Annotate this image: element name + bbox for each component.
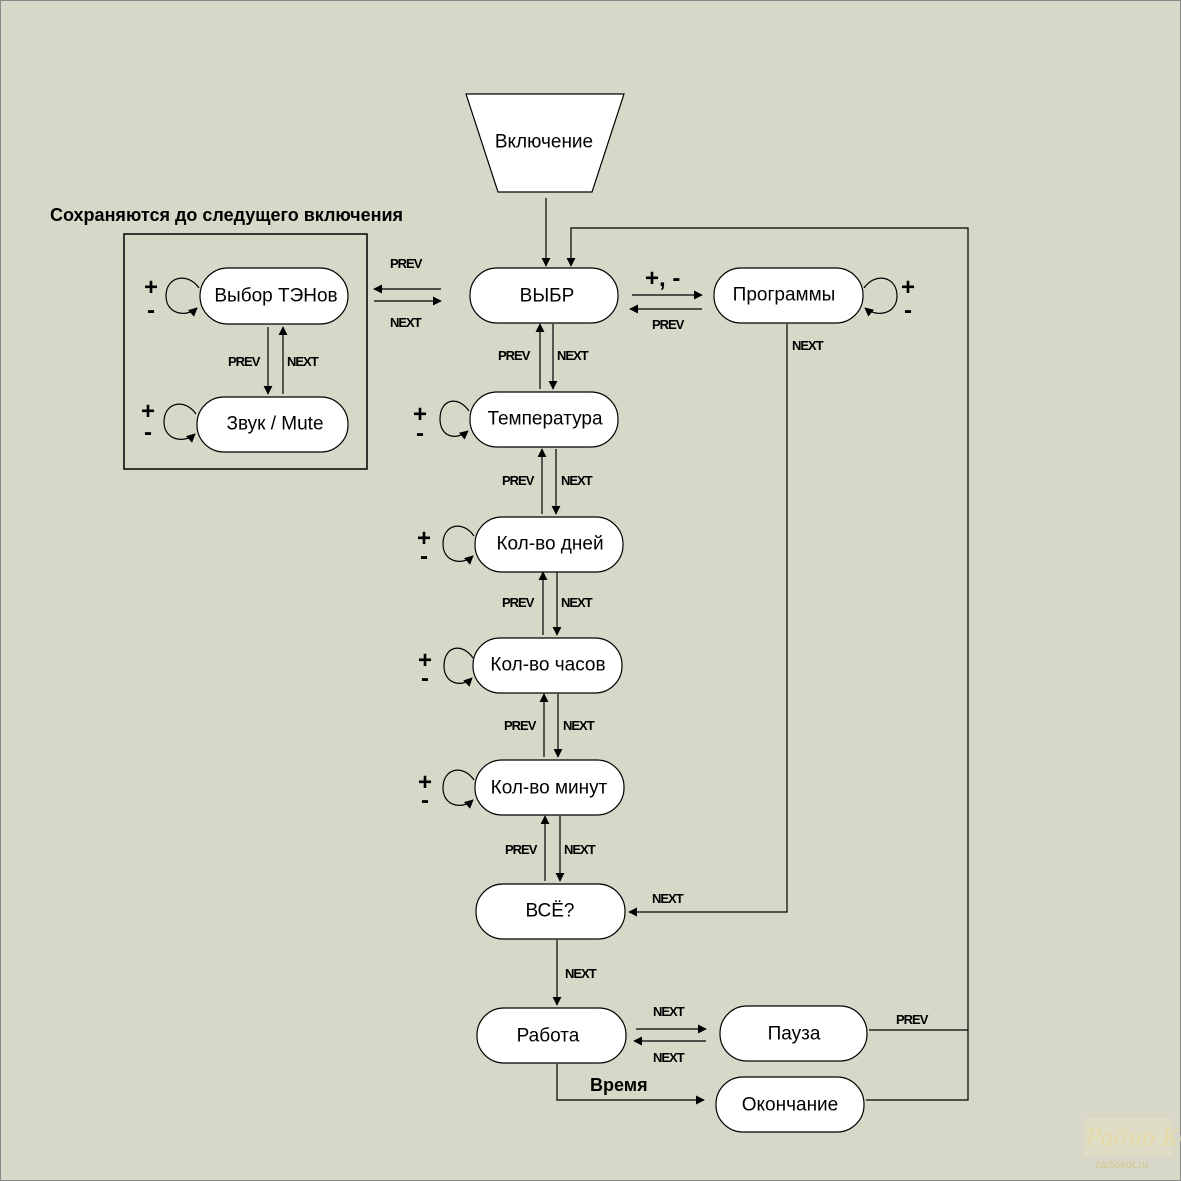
minutes-minus: - <box>421 787 429 814</box>
days-hours-next-label: NEXT <box>561 595 593 610</box>
saved-settings-box <box>123 233 368 470</box>
days-minus: - <box>420 543 428 570</box>
hours-plus: + <box>418 647 432 674</box>
hours-node <box>472 637 623 694</box>
power-on-label: Включение <box>495 132 593 153</box>
heater-select-node <box>199 267 349 325</box>
select-heater-next-label: NEXT <box>390 315 422 330</box>
time-label: Время <box>590 1075 648 1095</box>
minutes-done-prev-label: PREV <box>505 842 538 857</box>
select-programs-plus-minus-label: +, - <box>645 265 680 292</box>
temperature-minus: - <box>416 420 424 447</box>
finish-label: Окончание <box>742 1095 839 1116</box>
sound-loop-arrow <box>163 403 197 443</box>
programs-minus: - <box>904 297 912 324</box>
work-to-finish-arrow <box>556 1064 705 1105</box>
select-programs-prev-label: PREV <box>652 317 685 332</box>
sound-minus: - <box>144 419 152 446</box>
days-label: Кол-во дней <box>496 534 603 555</box>
work-pause-next-label: NEXT <box>653 1004 685 1019</box>
minutes-done-next-label: NEXT <box>564 842 596 857</box>
watermark-logo: Радио КОТ <box>1085 1126 1181 1151</box>
heater-plus: + <box>144 274 158 301</box>
days-hours-prev-label: PREV <box>502 595 535 610</box>
programs-loop-arrow <box>863 277 898 317</box>
minutes-node <box>474 759 625 816</box>
days-plus: + <box>417 525 431 552</box>
finish-node <box>715 1076 865 1133</box>
select-node <box>469 267 619 324</box>
heater-sound-prev-label: PREV <box>228 354 261 369</box>
programs-label: Программы <box>733 285 836 306</box>
done-node <box>475 883 626 940</box>
saved-settings-caption: Сохраняются до следущего включения <box>50 205 403 225</box>
pause-prev-label: PREV <box>896 1012 929 1027</box>
select-heater-prev-label: PREV <box>390 256 423 271</box>
temperature-label: Температура <box>487 409 603 430</box>
heater-select-label: Выбор ТЭНов <box>214 286 337 307</box>
days-node <box>474 516 624 573</box>
done-label: ВСЁ? <box>525 901 574 922</box>
work-label: Работа <box>517 1026 580 1047</box>
programs-plus: + <box>901 274 915 301</box>
sound-label: Звук / Mute <box>226 414 323 435</box>
finish-to-select-return-arrow <box>566 227 969 1101</box>
temperature-loop-arrow <box>439 400 470 440</box>
watermark-site: radiokot.ru <box>1096 1159 1148 1171</box>
select-temperature-next-label: NEXT <box>557 348 589 363</box>
power-on-node <box>465 93 625 193</box>
programs-next-label: NEXT <box>792 338 824 353</box>
hours-minutes-next-label: NEXT <box>563 718 595 733</box>
select-temperature-prev-label: PREV <box>498 348 531 363</box>
heater-loop-arrow <box>165 277 200 317</box>
temperature-node <box>469 391 619 448</box>
sound-plus: + <box>141 398 155 425</box>
temperature-plus: + <box>413 401 427 428</box>
pause-node <box>719 1005 868 1062</box>
sound-node <box>196 396 349 453</box>
hours-minus: - <box>421 665 429 692</box>
days-loop-arrow <box>442 525 475 565</box>
minutes-plus: + <box>418 769 432 796</box>
temperature-days-next-label: NEXT <box>561 473 593 488</box>
pause-work-next-label: NEXT <box>653 1050 685 1065</box>
radiokot-watermark: Радио КОТ radiokot.ru <box>1084 1118 1181 1171</box>
heater-minus: - <box>147 297 155 324</box>
heater-sound-next-label: NEXT <box>287 354 319 369</box>
pause-label: Пауза <box>768 1024 821 1045</box>
temperature-days-prev-label: PREV <box>502 473 535 488</box>
done-work-next-label: NEXT <box>565 966 597 981</box>
work-node <box>476 1007 627 1064</box>
hours-loop-arrow <box>443 647 474 687</box>
minutes-loop-arrow <box>442 769 475 809</box>
programs-done-next-label: NEXT <box>652 891 684 906</box>
hours-minutes-prev-label: PREV <box>504 718 537 733</box>
programs-node <box>713 267 864 324</box>
programs-to-done-arrow <box>628 324 788 917</box>
hours-label: Кол-во часов <box>490 655 605 676</box>
minutes-label: Кол-во минут <box>491 778 608 799</box>
select-label: ВЫБР <box>520 286 575 307</box>
